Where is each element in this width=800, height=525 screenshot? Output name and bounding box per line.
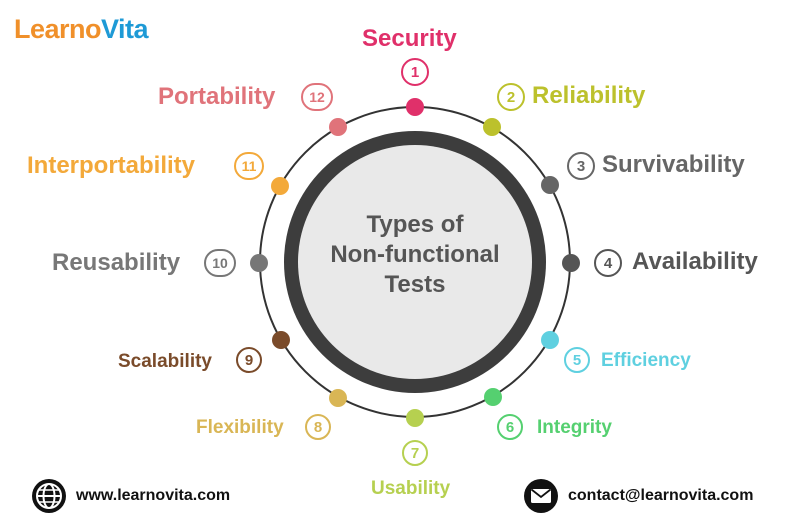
learnovita-logo: LearnoVita [14, 14, 149, 44]
center-inner-disc [298, 145, 532, 379]
ring-dot-7 [406, 409, 424, 427]
ring-dot-9 [272, 331, 290, 349]
item-number-7: 7 [402, 440, 428, 466]
item-label-reliability: Reliability [532, 82, 646, 109]
center-title: Types of Non-functional Tests [330, 211, 500, 298]
item-number-9: 9 [236, 347, 262, 373]
globe-icon [32, 479, 66, 513]
ring-dot-2 [483, 118, 501, 136]
envelope-icon [524, 479, 558, 513]
item-number-4: 4 [594, 249, 622, 277]
item-label-reusability: Reusability [52, 249, 181, 276]
item-number-8: 8 [305, 414, 331, 440]
item-number-1: 1 [401, 58, 429, 86]
item-label-efficiency: Efficiency [601, 350, 691, 371]
item-label-integrity: Integrity [537, 417, 612, 438]
item-label-interportability: Interportability [27, 152, 196, 179]
item-label-availability: Availability [632, 248, 758, 275]
website-link[interactable]: www.learnovita.com [76, 487, 231, 504]
ring-dot-4 [562, 254, 580, 272]
item-label-survivability: Survivability [602, 151, 745, 178]
email-link[interactable]: contact@learnovita.com [568, 487, 754, 504]
item-number-6: 6 [497, 414, 523, 440]
item-number-10: 10 [204, 249, 236, 277]
item-label-scalability: Scalability [118, 351, 212, 372]
item-number-2: 2 [497, 83, 525, 111]
ring-dot-1 [406, 98, 424, 116]
footer-email[interactable]: contact@learnovita.com [524, 479, 753, 513]
ring-dot-10 [250, 254, 268, 272]
item-label-flexibility: Flexibility [196, 417, 284, 438]
item-label-usability: Usability [371, 478, 451, 499]
ring-dot-6 [484, 388, 502, 406]
item-label-security: Security [362, 25, 457, 52]
ring-dot-8 [329, 389, 347, 407]
ring-dot-3 [541, 176, 559, 194]
item-number-5: 5 [564, 347, 590, 373]
item-number-3: 3 [567, 152, 595, 180]
item-label-portability: Portability [158, 83, 276, 110]
item-number-11: 11 [234, 152, 264, 180]
item-number-12: 12 [301, 83, 333, 111]
ring-dot-5 [541, 331, 559, 349]
ring-dot-12 [329, 118, 347, 136]
ring-dot-11 [271, 177, 289, 195]
footer-website[interactable]: www.learnovita.com [32, 479, 230, 513]
